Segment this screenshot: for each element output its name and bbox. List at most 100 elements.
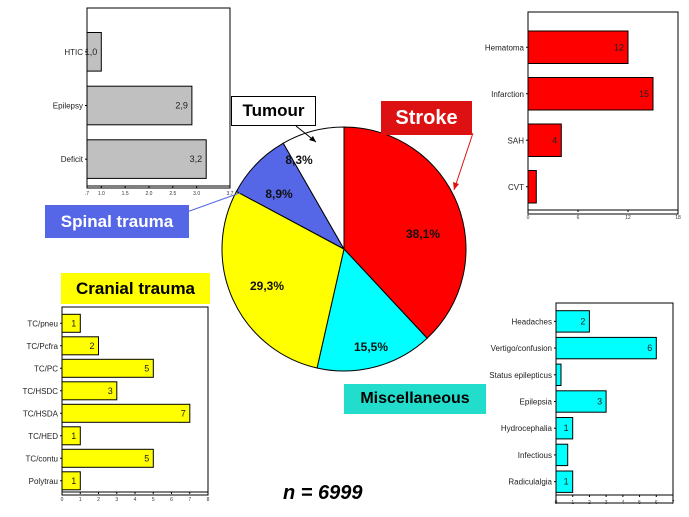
bar-category-label: TC/HED	[28, 432, 58, 441]
x-tick-label: 3.7	[227, 191, 234, 197]
x-tick-label: 3.0	[193, 191, 200, 197]
miscellaneous-label: Miscellaneous	[344, 384, 486, 414]
bar-value-label: 3	[108, 386, 113, 396]
bar-category-label: TC/PC	[34, 364, 58, 373]
x-tick-label: 6	[170, 497, 173, 503]
bar-category-label: HTIC	[64, 48, 83, 57]
bar-category-label: TC/pneu	[27, 319, 58, 328]
bar-category-label: Radiculalgia	[508, 478, 552, 487]
x-tick-label: 0	[527, 215, 530, 221]
stroke-arrowhead	[453, 182, 459, 190]
x-tick-label: .7	[85, 191, 89, 197]
bar-category-label: CVT	[508, 183, 524, 192]
bar-category-label: TC/HSDA	[23, 409, 59, 418]
pie-chart: 38,1% 15,5% 29,3% 8,9% 8,3%	[221, 126, 467, 372]
x-tick-label: 8	[207, 497, 210, 503]
bar-vertigo-confusion	[555, 336, 657, 360]
pie-slice-label: 29,3%	[250, 279, 284, 293]
x-tick-label: 6	[577, 215, 580, 221]
bar-tc-hsda	[61, 403, 191, 423]
bar-value-label: 7	[181, 408, 186, 418]
bar-category-label: Hydrocephalia	[501, 424, 553, 433]
x-tick-label: 2	[97, 497, 100, 503]
x-tick-label: 2	[588, 500, 591, 506]
bar-deficit	[86, 139, 207, 179]
bar-value-label: 1	[71, 318, 76, 328]
bar-category-label: Deficit	[61, 155, 84, 164]
bar-value-label: 4	[552, 135, 557, 145]
x-tick-label: 3	[115, 497, 118, 503]
bar-category-label: Vertigo/confusion	[491, 344, 552, 353]
x-tick-label: 2.5	[169, 191, 176, 197]
bar-category-label: Headaches	[512, 317, 552, 326]
x-tick-label: 2.0	[145, 191, 152, 197]
bar-value-label: 3,2	[190, 154, 203, 164]
bar-value-label: 1,0	[85, 47, 98, 57]
pie-slice-label: 8,3%	[285, 153, 313, 167]
pie-slice-label: 38,1%	[406, 227, 440, 241]
bar-value-label: 2,9	[175, 101, 188, 111]
x-tick-label: 4	[621, 500, 624, 506]
bar-value-label: 1	[71, 476, 76, 486]
stroke-label: Stroke	[381, 101, 472, 135]
cranial-trauma-label: Cranial trauma	[61, 273, 210, 304]
x-tick-label: 1	[571, 500, 574, 506]
x-tick-label: 4	[134, 497, 137, 503]
x-tick-label: 7	[188, 497, 191, 503]
bar-status-epilepticus	[555, 363, 562, 387]
bar-tc-contu	[61, 448, 154, 468]
bar-value-label: 15	[639, 89, 649, 99]
tumour-label: Tumour	[231, 96, 316, 126]
bar-sah	[527, 123, 562, 157]
bar-value-label: 12	[614, 42, 624, 52]
x-tick-label: 6	[655, 500, 658, 506]
spinal-trauma-label: Spinal trauma	[45, 205, 189, 238]
pie-slice-tumour	[282, 126, 345, 251]
bar-value-label: 1	[71, 431, 76, 441]
x-tick-label: 1	[79, 497, 82, 503]
bar-value-label: 6	[647, 343, 652, 353]
bar-value-label: 3	[597, 397, 602, 407]
bar-value-label: 5	[144, 363, 149, 373]
bar-category-label: Status epilepticus	[489, 371, 552, 380]
bar-category-label: SAH	[508, 136, 525, 145]
x-tick-label: 0	[555, 500, 558, 506]
bar-category-label: TC/HSDC	[22, 387, 58, 396]
bar-hematoma	[527, 30, 629, 64]
spinal-connector	[183, 189, 249, 214]
tumour-arrowhead	[309, 136, 316, 142]
bar-cvt	[527, 170, 537, 204]
bar-value-label: 1	[564, 423, 569, 433]
bar-tc-pc	[61, 358, 154, 378]
pie-slice-label: 8,9%	[265, 187, 293, 201]
x-tick-label: 18	[675, 215, 681, 221]
bar-value-label: 5	[144, 453, 149, 463]
bar-category-label: Polytrau	[29, 477, 58, 486]
pie-slice-cranial-trauma	[221, 190, 345, 369]
bar-value-label: 2	[89, 341, 94, 351]
pie-slice-miscellaneous	[316, 247, 428, 372]
bar-category-label: Infarction	[491, 90, 524, 99]
x-tick-label: 0	[61, 497, 64, 503]
pie-slice-stroke	[343, 126, 467, 339]
x-tick-label: 5	[152, 497, 155, 503]
x-tick-label: 1.5	[122, 191, 129, 197]
bar-category-label: TC/Pcfra	[26, 342, 58, 351]
pie-slice-label: 15,5%	[354, 340, 388, 354]
bar-category-label: Hematoma	[485, 43, 525, 52]
bar-category-label: Infectious	[518, 451, 552, 460]
x-tick-label: 5	[638, 500, 641, 506]
bar-value-label: 1	[564, 477, 569, 487]
stroke-connector	[453, 132, 474, 191]
bar-category-label: TC/contu	[26, 454, 58, 463]
x-tick-label: 3	[605, 500, 608, 506]
x-tick-label: 7	[672, 500, 675, 506]
x-tick-label: 12	[625, 215, 631, 221]
bar-infarction	[527, 77, 654, 111]
x-tick-label: 1.0	[98, 191, 105, 197]
